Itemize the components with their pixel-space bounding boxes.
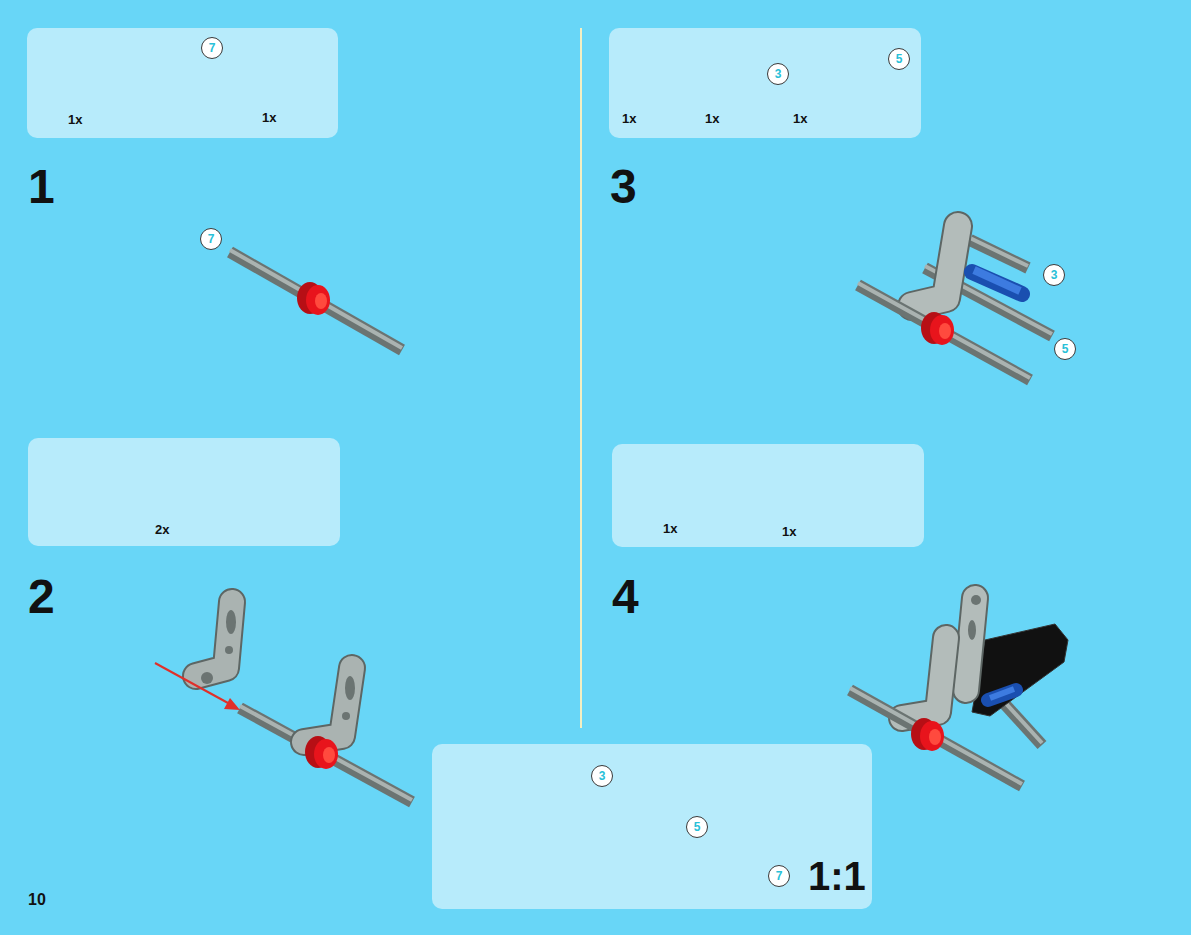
callout-number: 3 [599, 770, 606, 782]
quantity-text: 1x [663, 521, 677, 536]
quantity-text: 1x [68, 112, 82, 127]
step-number: 1 [28, 163, 55, 211]
quantity-text: 1x [622, 111, 636, 126]
parts-panel: 2x [28, 438, 340, 546]
divider-line [580, 28, 582, 728]
step3-model [858, 226, 1052, 380]
step4-model [850, 595, 1068, 786]
quantity-text: 1x [262, 110, 276, 125]
callout-circle: 7 [201, 37, 223, 59]
page-number: 10 [28, 892, 46, 908]
parts-panel: 1x 1x 7 [27, 28, 338, 138]
callout-number: 7 [208, 233, 215, 245]
step-number: 2 [28, 573, 55, 621]
quantity-text: 1x [782, 524, 796, 539]
callout-circle: 7 [200, 228, 222, 250]
callout-circle: 3 [767, 63, 789, 85]
quantity-text: 1x [793, 111, 807, 126]
callout-number: 7 [209, 42, 216, 54]
step2-model [155, 602, 412, 802]
callout-number: 5 [896, 53, 903, 65]
quantity-text: 1x [705, 111, 719, 126]
quantity-text: 2x [155, 522, 169, 537]
callout-circle: 3 [1043, 264, 1065, 286]
parts-panel: 1x 1x 1x 3 5 [609, 28, 921, 138]
callout-number: 3 [775, 68, 782, 80]
callout-number: 3 [1051, 269, 1058, 281]
callout-circle: 5 [1054, 338, 1076, 360]
step-number: 3 [610, 163, 637, 211]
scale-panel: 1:1 3 5 7 [432, 744, 872, 909]
callout-circle: 3 [591, 765, 613, 787]
scale-text: 1:1 [808, 856, 866, 896]
callout-circle: 5 [686, 816, 708, 838]
callout-circle: 7 [768, 865, 790, 887]
callout-number: 5 [694, 821, 701, 833]
callout-number: 5 [1062, 343, 1069, 355]
callout-number: 7 [776, 870, 783, 882]
parts-panel: 1x 1x [612, 444, 924, 547]
callout-circle: 5 [888, 48, 910, 70]
step-number: 4 [612, 573, 639, 621]
step1-model [230, 250, 402, 350]
